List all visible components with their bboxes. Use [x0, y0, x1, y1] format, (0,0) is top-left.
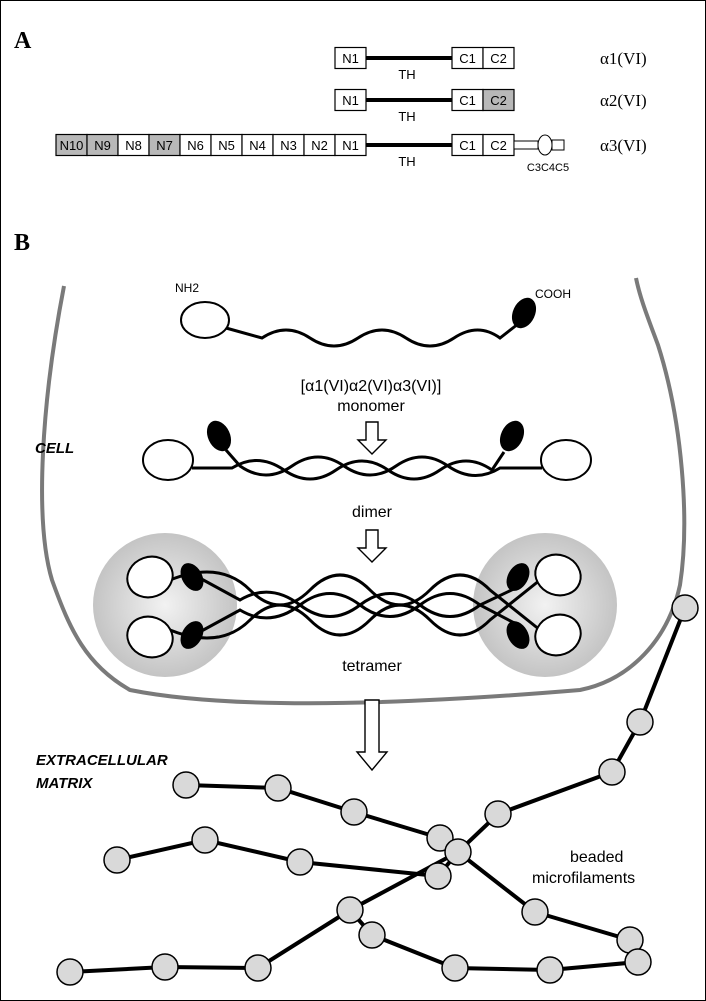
bead — [425, 863, 451, 889]
bead — [104, 847, 130, 873]
dimer-globule-right — [541, 440, 591, 480]
domain-label: N7 — [156, 138, 173, 153]
bead — [341, 799, 367, 825]
c3c4c5-label: C3C4C5 — [527, 162, 569, 174]
domain-label: N5 — [218, 138, 235, 153]
dimer-label: dimer — [352, 504, 393, 521]
chain-name: α2(VI) — [600, 91, 647, 110]
domain-label: N1 — [342, 51, 359, 66]
domain-c4 — [538, 135, 552, 155]
domain-label: N8 — [125, 138, 142, 153]
domain-label: C2 — [490, 138, 507, 153]
panel-a-label: A — [14, 28, 32, 54]
dimer-globule-left — [143, 440, 193, 480]
domain-label: N9 — [94, 138, 111, 153]
cell-label: CELL — [35, 440, 74, 457]
dimer-c-globule-left — [202, 417, 235, 455]
th-label: TH — [398, 109, 415, 124]
bead — [445, 839, 471, 865]
ecm-label-line2: MATRIX — [36, 775, 93, 792]
bead — [57, 959, 83, 985]
bead — [152, 954, 178, 980]
domain-c5 — [552, 140, 564, 150]
tetramer-label: tetramer — [342, 658, 402, 675]
monomer-label: monomer — [337, 398, 405, 415]
n-terminal-globule — [181, 302, 229, 338]
domain-label: C2 — [490, 51, 507, 66]
monomer-composition: [α1(VI)α2(VI)α3(VI)] — [301, 378, 442, 395]
chain-name: α3(VI) — [600, 136, 647, 155]
beaded-label-line1: beaded — [570, 849, 623, 866]
bead — [337, 897, 363, 923]
panel-b-label: B — [14, 230, 30, 256]
domain-label: N2 — [311, 138, 328, 153]
assembly-arrow-3 — [357, 700, 387, 770]
assembly-arrow-1 — [358, 422, 386, 454]
chain-name: α1(VI) — [600, 49, 647, 68]
domain-label: N10 — [60, 138, 84, 153]
dimer-c-globule-right — [495, 417, 528, 455]
bead — [265, 775, 291, 801]
domain-label: N1 — [342, 138, 359, 153]
nh2-label: NH2 — [175, 281, 199, 295]
cooh-label: COOH — [535, 287, 571, 301]
bead — [672, 595, 698, 621]
bead — [625, 949, 651, 975]
bead — [627, 709, 653, 735]
tetramer — [93, 533, 617, 677]
bead — [287, 849, 313, 875]
bead — [359, 922, 385, 948]
bead — [485, 801, 511, 827]
monomer — [181, 294, 541, 346]
microfilament-strand-3 — [70, 852, 458, 972]
domain-label: C1 — [459, 93, 476, 108]
ecm-label-line1: EXTRACELLULAR — [36, 752, 168, 769]
bead — [192, 827, 218, 853]
domain-label: N4 — [249, 138, 266, 153]
domain-label: N3 — [280, 138, 297, 153]
bead — [599, 759, 625, 785]
bead — [173, 772, 199, 798]
bead — [537, 957, 563, 983]
domain-label: N6 — [187, 138, 204, 153]
domain-label: C2 — [490, 93, 507, 108]
domain-label: N1 — [342, 93, 359, 108]
bead — [522, 899, 548, 925]
tetramer-halo-left — [93, 533, 237, 677]
th-label: TH — [398, 67, 415, 82]
assembly-arrow-2 — [358, 530, 386, 562]
domain-label: C1 — [459, 138, 476, 153]
tetramer-halo-right — [473, 533, 617, 677]
triple-helix — [226, 324, 518, 346]
beaded-label-line2: microfilaments — [532, 870, 635, 887]
domain-c3 — [514, 141, 538, 149]
domain-label: C1 — [459, 51, 476, 66]
bead — [442, 955, 468, 981]
bead — [245, 955, 271, 981]
microfilament-strand-4 — [350, 910, 638, 970]
th-label: TH — [398, 154, 415, 169]
